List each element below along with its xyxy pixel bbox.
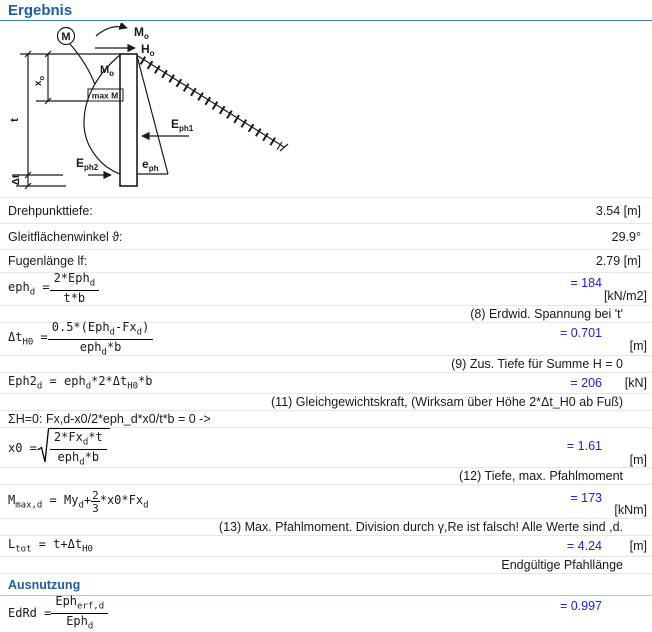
formula-row-eph2d: Eph2d = ephd*2*ΔtH0*b = 206 [kN] [0, 373, 652, 394]
result-rows: Drehpunkttiefe: 3.54 [m] Gleitflächenwin… [0, 197, 652, 631]
label-eph: eph [142, 157, 159, 173]
formula-value: = 173 [570, 491, 602, 505]
label-dt: Δt [11, 174, 22, 185]
section-title-ausnutzung: Ausnutzung [0, 574, 652, 596]
formula-unit: [m] [629, 539, 647, 553]
formula-value: = 0.701 [559, 326, 602, 340]
formula-unit: [m] [629, 453, 647, 467]
summary-row-gleitflaechenwinkel: Gleitflächenwinkel ϑ: 29.9° [0, 224, 652, 250]
row-value: 2.79 [m] [595, 254, 641, 268]
formula-unit: [kNm] [614, 503, 647, 517]
summary-row-fugenlaenge: Fugenlänge lf: 2.79 [m] [0, 250, 652, 273]
formula-value: = 206 [570, 376, 602, 390]
formula-row-ltot: Ltot = t+ΔtH0 = 4.24 [m] [0, 536, 652, 557]
formula-unit: [kN/m2] [603, 289, 647, 303]
label-mo-pile: Mo [100, 64, 114, 78]
row-label: Gleitflächenwinkel ϑ: [8, 229, 123, 244]
formula-caption: (11) Gleichgewichtskraft, (Wirksam über … [0, 394, 652, 411]
formula-caption: Endgültige Pfahllänge [0, 557, 652, 574]
formula-expression: ΔtH0 = 0.5*(Ephd-Fxd)ephd*b [0, 320, 154, 357]
pile-rect [119, 53, 138, 187]
pile-diagram-svg: M Mo Ho Mo max M xo t Δt Eph1 Eph2 eph [9, 23, 289, 190]
formula-unit: [m] [629, 339, 647, 353]
formula-expression: Eph2d = ephd*2*ΔtH0*b [8, 374, 153, 392]
equilibrium-condition-text: ΣH=0: Fx,d-x0/2*eph_d*x0/t*b = 0 -> [0, 411, 652, 428]
formula-value: = 184 [570, 276, 602, 290]
label-ho: Ho [141, 42, 155, 58]
row-value: 29.9° [611, 229, 641, 244]
label-max-m: max M [92, 91, 118, 101]
page-title: Ergebnis [0, 0, 652, 21]
formula-caption: (9) Zus. Tiefe für Summe H = 0 [0, 356, 652, 373]
formula-unit: [kN] [624, 376, 647, 390]
moment-curve [83, 54, 121, 175]
summary-row-drehpunkttiefe: Drehpunkttiefe: 3.54 [m] [0, 198, 652, 224]
slope-line [137, 55, 285, 148]
row-label: Drehpunkttiefe: [8, 203, 93, 218]
formula-value: = 0.997 [559, 599, 602, 613]
label-eph1: Eph1 [171, 117, 194, 133]
label-eph2: Eph2 [76, 156, 99, 172]
row-value: 3.54 [m] [595, 203, 641, 218]
label-mo-top: Mo [134, 25, 149, 41]
formula-caption: (12) Tiefe, max. Pfahlmoment [0, 468, 652, 485]
formula-value: = 4.24 [566, 539, 602, 553]
moment-circle-icon [56, 26, 76, 46]
formula-caption: (8) Erdwid. Spannung bei 't' [0, 306, 652, 323]
formula-value: = 1.61 [566, 439, 602, 453]
label-t: t [9, 118, 21, 122]
pile-diagram: M Mo Ho Mo max M xo t Δt Eph1 Eph2 eph [0, 21, 652, 197]
formula-row-dth0: ΔtH0 = 0.5*(Ephd-Fxd)ephd*b = 0.701 [m] [0, 320, 652, 357]
moment-arrow-icon [95, 23, 128, 37]
row-label: Fugenlänge lf: [8, 254, 88, 268]
slope-hatch [139, 56, 283, 150]
formula-caption: (13) Max. Pfahlmoment. Division durch γ,… [0, 519, 652, 536]
label-m-circle: M [61, 31, 70, 43]
label-xo: xo [33, 76, 46, 87]
formula-expression: Ltot = t+ΔtH0 [8, 537, 93, 555]
